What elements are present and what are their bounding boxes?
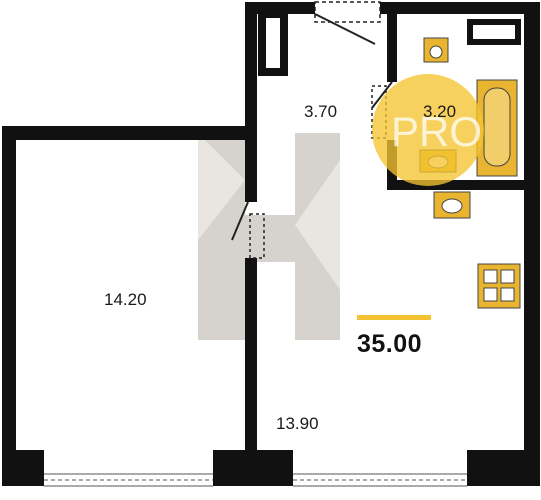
room-area-bathroom: 3.20 <box>423 102 457 121</box>
walls <box>2 2 540 486</box>
room-area-hall: 3.70 <box>304 102 338 121</box>
watermark-logo <box>198 133 340 340</box>
watermark-text: PRO <box>391 108 483 155</box>
room-area-bedroom: 14.20 <box>104 290 147 309</box>
room-area-kitchen-living: 13.90 <box>276 414 319 433</box>
entrance-door <box>314 1 381 45</box>
total-area-accent-bar <box>357 315 431 320</box>
total-area: 35.00 <box>357 330 423 358</box>
windows <box>44 473 467 487</box>
bathtub-icon <box>476 79 518 177</box>
stove-icon <box>477 263 521 309</box>
bedroom-door <box>231 201 265 259</box>
kitchen-sink-icon <box>433 191 471 219</box>
pro-badge <box>372 74 484 186</box>
toilet-icon <box>423 37 449 63</box>
